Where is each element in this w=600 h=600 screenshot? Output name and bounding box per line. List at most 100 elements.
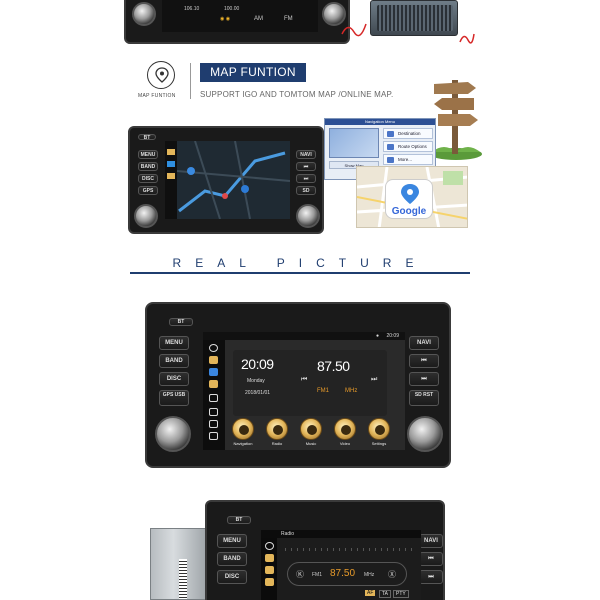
app-radio[interactable]: Radio [265,418,289,446]
navigation-map-icon [165,141,290,219]
barcode-sticker [179,559,187,599]
nav-destination-item[interactable]: Destination [383,128,433,139]
prev-track-button[interactable]: ⏮ [409,354,439,368]
tune-knob[interactable] [322,2,346,26]
recent-apps-icon[interactable] [209,432,218,440]
app-label: Navigation [233,441,253,446]
screen-title: Radio [281,531,295,537]
bottom-screen: Radio Ⓚ FM1 87.50 MHz Ⓧ AF TA PTY [261,530,421,600]
navi-button[interactable]: NAVI [409,336,439,350]
main-screen: 20:09 ● 20:09 Monday 2018/01/01 ⏮ 87.50 … [203,332,405,450]
navi-button[interactable]: NAVI [419,534,443,548]
clock-time: 20:09 [241,356,274,372]
radio-app-icon[interactable] [265,578,274,586]
tune-knob[interactable] [407,416,443,452]
frequency-unit: MHz [364,572,375,578]
real-picture-heading: REAL PICTURE [172,256,428,270]
preset-af[interactable]: AF [365,590,376,596]
band-button[interactable]: BAND [138,162,158,171]
sd-rst-button[interactable]: SD RST [409,390,439,406]
nav-item-label: More... [398,157,413,162]
band-button[interactable]: BAND [159,354,189,368]
settings-icon [368,418,390,440]
bt-button[interactable]: BT [169,318,193,326]
portable-radio-image [370,0,458,36]
nav-more-item[interactable]: More... [383,154,433,165]
maps-app-icon[interactable] [209,368,218,376]
bt-button[interactable]: BT [138,134,156,141]
radio-band: FM1 [312,572,322,578]
disc-button[interactable]: DISC [138,174,158,183]
seek-forward-icon[interactable]: Ⓧ [388,570,396,579]
app-label: Settings [371,441,387,446]
seek-back-icon[interactable]: Ⓚ [296,570,304,579]
next-track-button[interactable]: ⏭ [419,570,443,584]
map-thumbnail [329,128,379,158]
volume-knob[interactable] [132,2,156,26]
section-title: MAP FUNTION [200,63,306,82]
seek-back-icon[interactable]: ⏮ [301,376,308,383]
google-maps-logo: Google [385,179,433,219]
preset-pty[interactable]: PTY [393,590,409,598]
band-am[interactable]: AM [254,16,263,22]
volume-down-icon[interactable] [209,420,218,428]
decoration-squiggle-icon [341,23,367,37]
music-app-icon[interactable] [209,380,218,388]
nav-app-icon[interactable] [265,554,274,562]
menu-button[interactable]: MENU [217,534,247,548]
menu-button[interactable]: MENU [159,336,189,350]
volume-knob[interactable] [155,416,191,452]
disc-button[interactable]: DISC [159,372,189,386]
navi-button[interactable]: NAVI [296,150,316,159]
top-screen: 106.10 100.00 AM FM ◉ ◉ [162,0,318,32]
google-map-image: Google [356,166,468,228]
app-music[interactable]: Music [299,418,323,446]
nav-menu-header: Navigation Menu [325,119,435,125]
band-fm[interactable]: FM [284,16,293,22]
gps-usb-button[interactable]: GPS USB [159,390,189,406]
prev-button[interactable]: ⏮ [296,162,316,171]
volume-icon[interactable] [209,408,218,416]
next-track-button[interactable]: ⏭ [409,372,439,386]
main-head-unit: BT MENU BAND DISC GPS USB NAVI ⏮ ⏭ SD RS… [145,302,451,468]
next-button[interactable]: ⏭ [296,174,316,183]
navigation-icon [232,418,254,440]
map-icon-caption: MAP FUNTION [138,93,176,99]
nav-app-icon[interactable] [209,356,218,364]
bt-button[interactable]: BT [227,516,251,524]
status-bar: 20:09 ● [203,332,405,340]
radio-icon [266,418,288,440]
divider [190,63,191,99]
decoration-squiggle-icon [459,33,475,44]
radio-frequency: 87.50 [317,358,350,374]
app-video[interactable]: Video [333,418,357,446]
heading-rule [130,272,470,274]
google-label: Google [391,206,427,217]
sd-button[interactable]: SD [296,186,316,195]
disc-button[interactable]: DISC [217,570,247,584]
show-map-button[interactable]: Show Map [329,161,379,169]
map-screen[interactable] [165,141,290,219]
menu-button[interactable]: MENU [138,150,158,159]
tuner-panel: Ⓚ FM1 87.50 MHz Ⓧ [287,562,407,586]
nav-item-label: Destination [398,131,421,136]
status-time: 20:09 [386,333,399,339]
android-sidebar [261,538,277,600]
band-button[interactable]: BAND [217,552,247,566]
bottom-head-unit: BT MENU BAND DISC NAVI ⏮ ⏭ Radio Ⓚ FM1 8… [205,500,445,600]
home-icon[interactable] [265,542,274,550]
prev-track-button[interactable]: ⏮ [419,552,443,566]
camera-icon[interactable] [209,394,218,402]
music-app-icon[interactable] [265,566,274,574]
app-settings[interactable]: Settings [367,418,391,446]
app-navigation[interactable]: Navigation [231,418,255,446]
radio-frequency: 87.50 [330,568,356,579]
seek-forward-icon[interactable]: ⏭ [371,376,378,383]
preset-ta[interactable]: TA [379,590,392,598]
volume-knob[interactable] [134,204,158,228]
gps-button[interactable]: GPS [138,186,158,195]
home-icon[interactable] [209,344,218,352]
map-head-unit: BT MENU BAND DISC GPS NAVI ⏮ ⏭ SD [128,126,324,234]
tune-knob[interactable] [296,204,320,228]
nav-route-options-item[interactable]: Route Options [383,141,433,152]
